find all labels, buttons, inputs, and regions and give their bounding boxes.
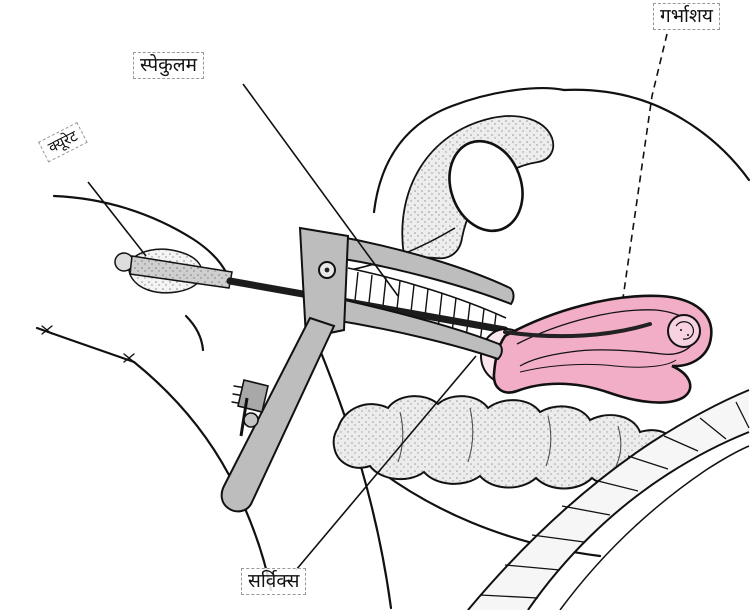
curette-tip-in-uterus <box>503 322 652 339</box>
bowel-shape <box>332 395 680 490</box>
uterus-shape <box>492 294 713 404</box>
uterus-leader-line <box>622 33 668 299</box>
ovary-shape <box>667 314 701 348</box>
speculum-lower-blade <box>332 296 503 361</box>
label-uterus: गर्भाशय <box>653 3 720 30</box>
cervix-leader-line <box>295 355 477 571</box>
sacrum-spine <box>467 389 750 610</box>
speculum-upper-blade <box>334 234 515 306</box>
label-cervix: सर्विक्स <box>241 568 307 595</box>
speculum-instrument <box>220 226 515 513</box>
speculum-leader-line <box>242 83 399 297</box>
curette-leader-line <box>87 181 147 257</box>
speculum-screw-knob <box>243 412 259 428</box>
leader-lines <box>87 33 668 571</box>
curette-instrument <box>114 252 509 334</box>
label-speculum: स्पेकुलम <box>133 52 205 79</box>
speculum-screw-plate <box>237 379 269 413</box>
speculum-yoke <box>298 226 350 340</box>
speculum-handle <box>220 316 336 513</box>
bladder-shape <box>349 139 524 271</box>
